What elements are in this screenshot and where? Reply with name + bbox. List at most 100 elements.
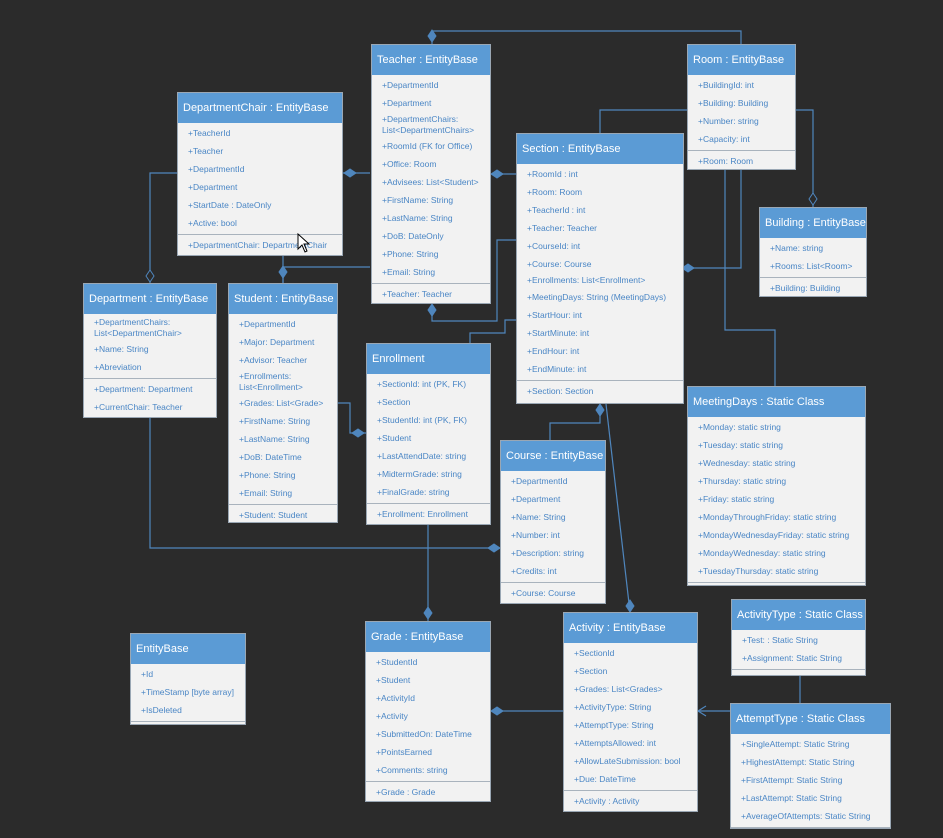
methods: +Section: Section	[517, 379, 683, 402]
fields: +TeacherId+Teacher+DepartmentId+Departme…	[178, 123, 342, 234]
methods: +Enrollment: Enrollment	[367, 503, 490, 525]
methods	[688, 582, 865, 586]
field: +DepartmentId	[382, 80, 439, 90]
field: +FirstName: String	[239, 416, 311, 426]
field: +Section	[377, 397, 411, 407]
class-department[interactable]: Department : EntityBase +DepartmentChair…	[83, 283, 217, 418]
field: +StartDate : DateOnly	[188, 200, 272, 210]
field: +SectionId: int (PK, FK)	[377, 379, 467, 389]
field: +Student	[377, 433, 412, 443]
method: +Enrollment: Enrollment	[377, 509, 468, 519]
method: +Student: Student	[239, 510, 308, 520]
methods: +Teacher: Teacher	[372, 283, 490, 305]
field: +FinalGrade: string	[377, 487, 450, 497]
class-building[interactable]: Building : EntityBase +Name: string+Room…	[759, 207, 867, 297]
field: +StudentId	[376, 657, 418, 667]
field: +FirstAttempt: Static String	[741, 775, 843, 785]
field: +Room: Room	[527, 187, 583, 197]
field: +Grades: List<Grades>	[574, 684, 663, 694]
field: +MidtermGrade: string	[377, 469, 462, 479]
field: +StartHour: int	[527, 309, 583, 320]
field: +MondayWednesdayFriday: static string	[698, 530, 850, 540]
methods: +Course: Course	[501, 582, 605, 604]
field: +LastAttempt: Static String	[741, 793, 842, 803]
class-title: DepartmentChair : EntityBase	[178, 93, 342, 123]
methods: +Activity : Activity	[564, 790, 697, 812]
field: +DepartmentId	[188, 164, 245, 174]
field: +IsDeleted	[141, 705, 182, 715]
field: +MeetingDays: String (MeetingDays)	[527, 291, 667, 302]
fields: +DepartmentChairs: List<DepartmentChair>…	[84, 314, 216, 378]
method: +Grade : Grade	[376, 787, 436, 797]
field: +Name: String	[94, 344, 149, 354]
method: +Teacher: Teacher	[382, 289, 453, 299]
field: +BuildingId: int	[698, 80, 754, 90]
field: +AverageOfAttempts: Static String	[741, 811, 871, 821]
methods	[131, 721, 245, 725]
fields: +Name: string+Rooms: List<Room>	[760, 238, 866, 277]
field: +Tuesday: static string	[698, 440, 783, 450]
class-departmentchair[interactable]: DepartmentChair : EntityBase +TeacherId+…	[177, 92, 343, 256]
field: +ActivityType: String	[574, 702, 652, 712]
fields: +Test: : Static String+Assignment: Stati…	[732, 630, 865, 669]
field: +Department	[382, 98, 432, 108]
method: +DepartmentChair: DepartmentChair	[188, 240, 328, 250]
field: +DepartmentId	[239, 319, 296, 329]
field: +Grades: List<Grade>	[239, 398, 324, 408]
field: +StartMinute: int	[527, 327, 590, 338]
field: +Test: : Static String	[742, 635, 818, 645]
method: +Department: Department	[94, 384, 193, 394]
class-title: ActivityType : Static Class	[732, 600, 865, 630]
field: +Phone: String	[382, 249, 439, 259]
class-grade[interactable]: Grade : EntityBase +StudentId+Student+Ac…	[365, 621, 491, 802]
field: +EndHour: int	[527, 345, 580, 356]
methods	[731, 827, 890, 831]
field: +Advisees: List<Student>	[382, 177, 479, 187]
field: +DepartmentChairs: List<DepartmentChair>	[94, 317, 182, 338]
method: +Building: Building	[770, 283, 841, 293]
field: +Description: string	[511, 548, 584, 558]
method: +Section: Section	[527, 385, 594, 396]
class-title: AttemptType : Static Class	[731, 704, 890, 734]
field: +Teacher	[188, 146, 224, 156]
class-activity[interactable]: Activity : EntityBase +SectionId+Section…	[563, 612, 698, 812]
class-room[interactable]: Room : EntityBase +BuildingId: int+Build…	[687, 44, 796, 170]
class-meetingdays[interactable]: MeetingDays : Static Class +Monday: stat…	[687, 386, 866, 586]
field: +SingleAttempt: Static String	[741, 739, 850, 749]
method: +Course: Course	[511, 588, 576, 598]
field: +Course: Course	[527, 259, 592, 269]
class-section[interactable]: Section : EntityBase +RoomId : int+Room:…	[516, 133, 684, 404]
field: +FirstName: String	[382, 195, 454, 205]
field: +AttemptType: String	[574, 720, 654, 730]
field: +MondayWednesday: static string	[698, 548, 826, 558]
class-course[interactable]: Course : EntityBase +DepartmentId+Depart…	[500, 440, 606, 604]
methods: +Department: Department+CurrentChair: Te…	[84, 378, 216, 418]
fields: +BuildingId: int+Building: Building+Numb…	[688, 75, 795, 150]
class-title: Activity : EntityBase	[564, 613, 697, 643]
field: +Email: String	[239, 488, 293, 498]
class-teacher[interactable]: Teacher : EntityBase +DepartmentId+Depar…	[371, 44, 491, 304]
fields: +SectionId: int (PK, FK) +Section +Student…	[367, 374, 490, 503]
class-entitybase[interactable]: EntityBase +Id+TimeStamp [byte array]+Is…	[130, 633, 246, 725]
class-title: Room : EntityBase	[688, 45, 795, 75]
class-title: Enrollment	[367, 344, 490, 374]
field: +Thursday: static string	[698, 476, 787, 486]
field: +Id	[141, 669, 154, 679]
field: +LastName: String	[239, 434, 310, 444]
class-attempttype[interactable]: AttemptType : Static Class +SingleAttemp…	[730, 703, 891, 829]
field: +TeacherId : int	[527, 205, 586, 215]
fields: +Monday: static string+Tuesday: static s…	[688, 417, 865, 582]
field: +Major: Department	[239, 337, 315, 347]
field: +DoB: DateOnly	[382, 231, 444, 241]
class-student[interactable]: Student : EntityBase +DepartmentId+Major…	[228, 283, 338, 523]
class-title: Course : EntityBase	[501, 441, 605, 471]
field: +StudentId: int (PK, FK)	[377, 415, 468, 425]
field: +LastAttendDate: string	[377, 451, 467, 461]
fields: +SectionId+Section+Grades: List<Grades>+…	[564, 643, 697, 790]
field: +Capacity: int	[698, 134, 750, 144]
field: +Name: string	[770, 243, 824, 253]
field: +Email: String	[382, 267, 436, 277]
class-activitytype[interactable]: ActivityType : Static Class +Test: : Sta…	[731, 599, 866, 676]
field: +Advisor: Teacher	[239, 355, 308, 365]
class-enrollment[interactable]: Enrollment +SectionId: int (PK, FK)+Sect…	[366, 343, 491, 525]
